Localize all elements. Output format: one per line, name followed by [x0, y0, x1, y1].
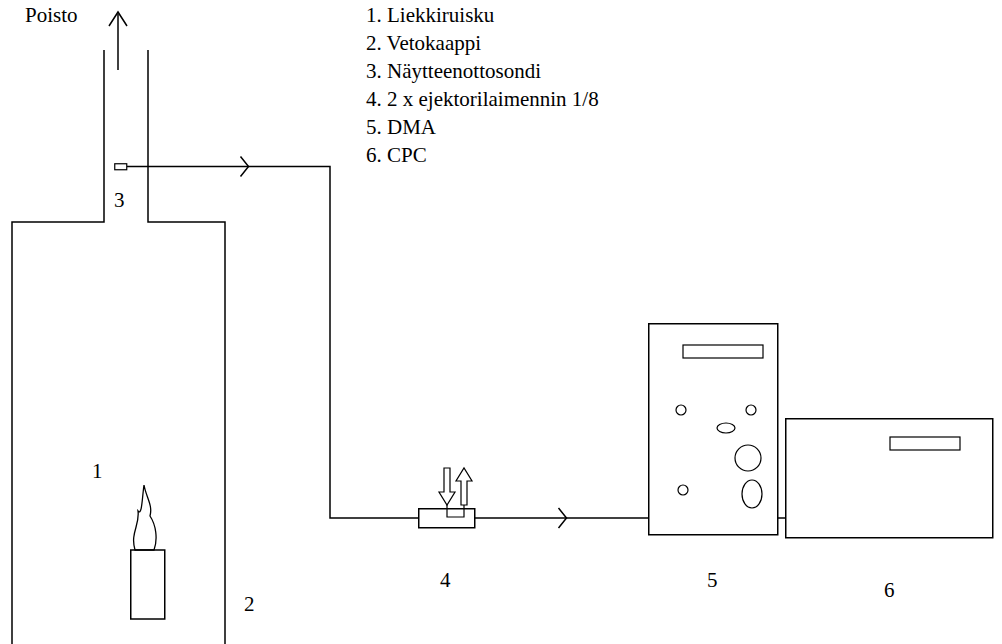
- cpc-instrument: 6: [785, 418, 993, 538]
- sample-line: [475, 508, 648, 528]
- exhaust-label: Poisto: [25, 3, 78, 27]
- callout-number: 2: [244, 592, 255, 616]
- callout-number: 5: [707, 568, 718, 592]
- legend-item: 4. 2 x ejektorilaimennin 1/8: [366, 87, 599, 111]
- legend-item: 1. Liekkiruisku: [366, 3, 494, 27]
- fume-hood: 213: [12, 50, 225, 644]
- callout-number: 1: [92, 459, 103, 483]
- fume-hood-outline: [12, 50, 225, 644]
- flame-sprayer: 1: [130, 485, 165, 620]
- ejector-diluter-outline: [418, 508, 475, 528]
- dma-instrument-outline: [648, 323, 778, 535]
- sampling-probe: 3: [114, 163, 127, 170]
- legend-item: 6. CPC: [366, 143, 427, 167]
- cpc-instrument-outline: [785, 418, 993, 538]
- legend-item: 3. Näytteenottosondi: [366, 59, 541, 83]
- callout-number: 6: [884, 578, 895, 602]
- legend-item: 5. DMA: [366, 115, 436, 139]
- sampling-probe-outline: [114, 163, 127, 170]
- callout-number: 4: [440, 568, 451, 592]
- ejector-diluter: 4: [418, 508, 475, 528]
- callout-number: 3: [114, 188, 125, 212]
- flame-sprayer-outline: [130, 485, 165, 620]
- sample-line: [778, 518, 785, 519]
- sample-line: [127, 157, 418, 519]
- dma-instrument: 5: [648, 323, 778, 535]
- legend-item: 2. Vetokaappi: [366, 31, 481, 55]
